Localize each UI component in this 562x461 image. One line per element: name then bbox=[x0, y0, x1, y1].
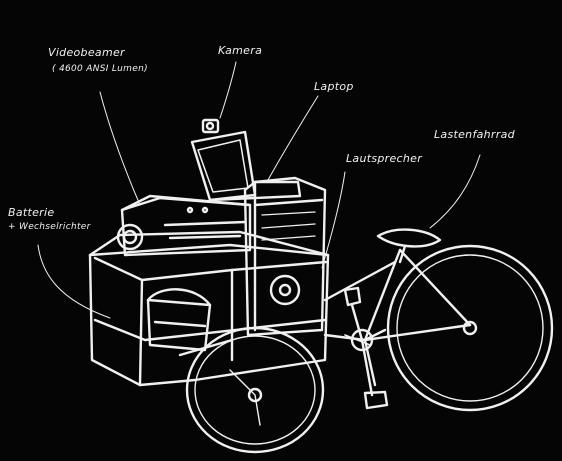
rear-wheel bbox=[386, 244, 554, 412]
laptop bbox=[190, 130, 302, 202]
projector bbox=[116, 194, 252, 257]
leader-laptop bbox=[267, 95, 319, 181]
crank bbox=[343, 286, 389, 410]
speaker-box bbox=[243, 176, 327, 337]
leader-kamera bbox=[219, 61, 237, 119]
camera bbox=[201, 118, 220, 134]
saddle bbox=[376, 228, 442, 264]
leader-lines bbox=[37, 61, 481, 319]
label-lautsprecher: Lautsprecher bbox=[346, 152, 423, 165]
label-batterie: Batterie bbox=[8, 206, 55, 219]
battery bbox=[146, 288, 212, 352]
label-lastenfahrrad: Lastenfahrrad bbox=[434, 128, 515, 141]
label-lumen: ( 4600 ANSI Lumen) bbox=[52, 64, 148, 74]
leader-videobeamer bbox=[99, 91, 141, 206]
label-kamera: Kamera bbox=[218, 44, 263, 57]
label-laptop: Laptop bbox=[314, 80, 354, 93]
leader-batterie bbox=[37, 244, 111, 319]
bike-frame bbox=[323, 248, 472, 387]
label-wechselrichter: + Wechselrichter bbox=[8, 222, 91, 232]
leader-lastenfahrrad bbox=[429, 154, 481, 229]
label-videobeamer: Videobeamer bbox=[48, 46, 125, 59]
front-wheel bbox=[185, 326, 325, 454]
